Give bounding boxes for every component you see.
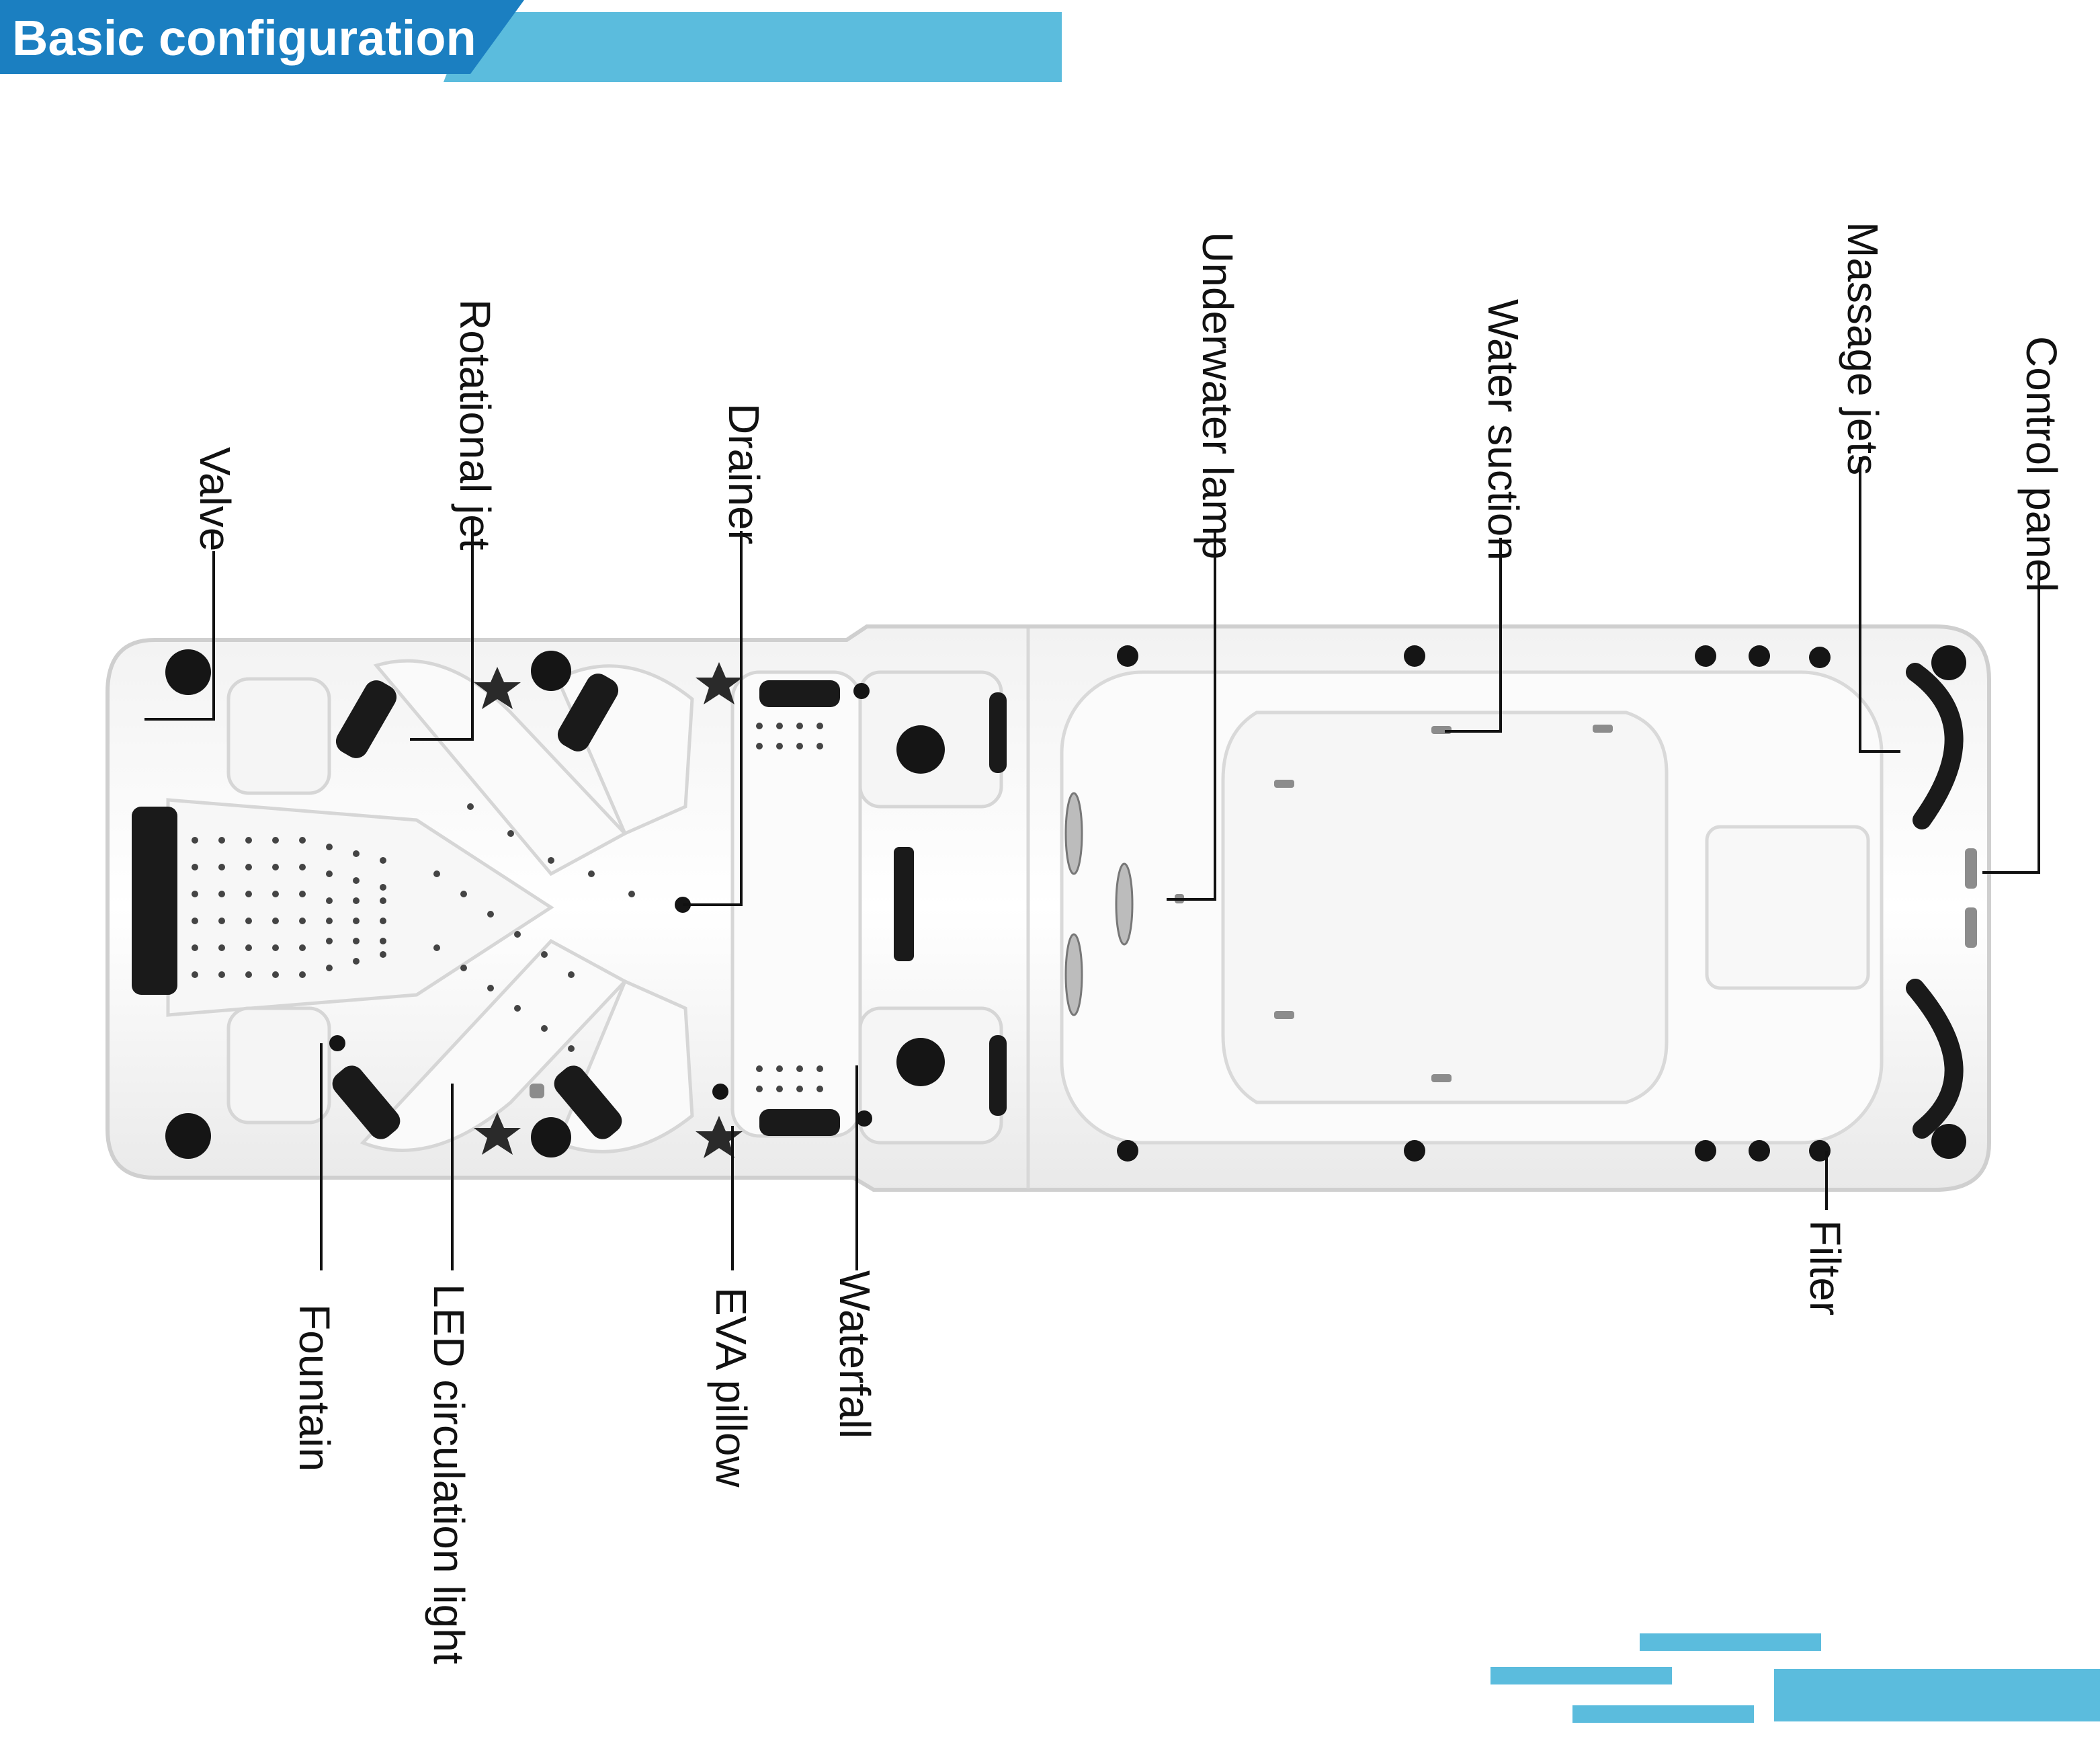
- star-fixtures: [474, 662, 743, 1158]
- header-title-bg: [0, 0, 524, 74]
- pillows: [132, 674, 1007, 1139]
- massage-arcs: [1906, 663, 1964, 1139]
- label-valve: Valve: [191, 447, 239, 551]
- label-control-panel: Control panel: [2017, 336, 2066, 592]
- header-accent-bar: [444, 12, 1062, 82]
- page-title: Basic configuration: [12, 10, 476, 66]
- jet-dots: [192, 723, 823, 1092]
- header-band: [0, 0, 1062, 82]
- deco-bar-2: [1490, 1667, 1672, 1684]
- small-fixtures: [530, 725, 1977, 1098]
- label-filter: Filter: [1801, 1220, 1849, 1315]
- callout-labels: Valve Rotational jet Drainer Underwater …: [191, 222, 2066, 1664]
- deco-bar-1: [1640, 1633, 1821, 1651]
- label-water-suction: Water suction: [1479, 299, 1527, 561]
- swim-area: [1060, 670, 1884, 1145]
- label-underwater-lamp: Underwater lamp: [1193, 232, 1242, 559]
- label-led-circulation-light: LED circulation light: [425, 1284, 473, 1664]
- label-waterfall: Waterfall: [831, 1270, 879, 1438]
- label-fountain: Fountain: [290, 1304, 339, 1471]
- label-rotational-jet: Rotational jet: [451, 299, 499, 551]
- deco-bar-3: [1774, 1669, 2100, 1721]
- swim-jets: [1064, 792, 1134, 1016]
- label-massage-jets: Massage jets: [1839, 222, 1887, 475]
- label-drainer: Drainer: [720, 403, 768, 544]
- label-eva-pillow: EVA pillow: [707, 1287, 755, 1488]
- deco-bar-4: [1572, 1705, 1754, 1723]
- rim-buttons: [329, 645, 1831, 1162]
- corner-buttons: [1931, 645, 1966, 1159]
- leader-lines: [144, 457, 2040, 1270]
- large-fixtures: [165, 649, 945, 1159]
